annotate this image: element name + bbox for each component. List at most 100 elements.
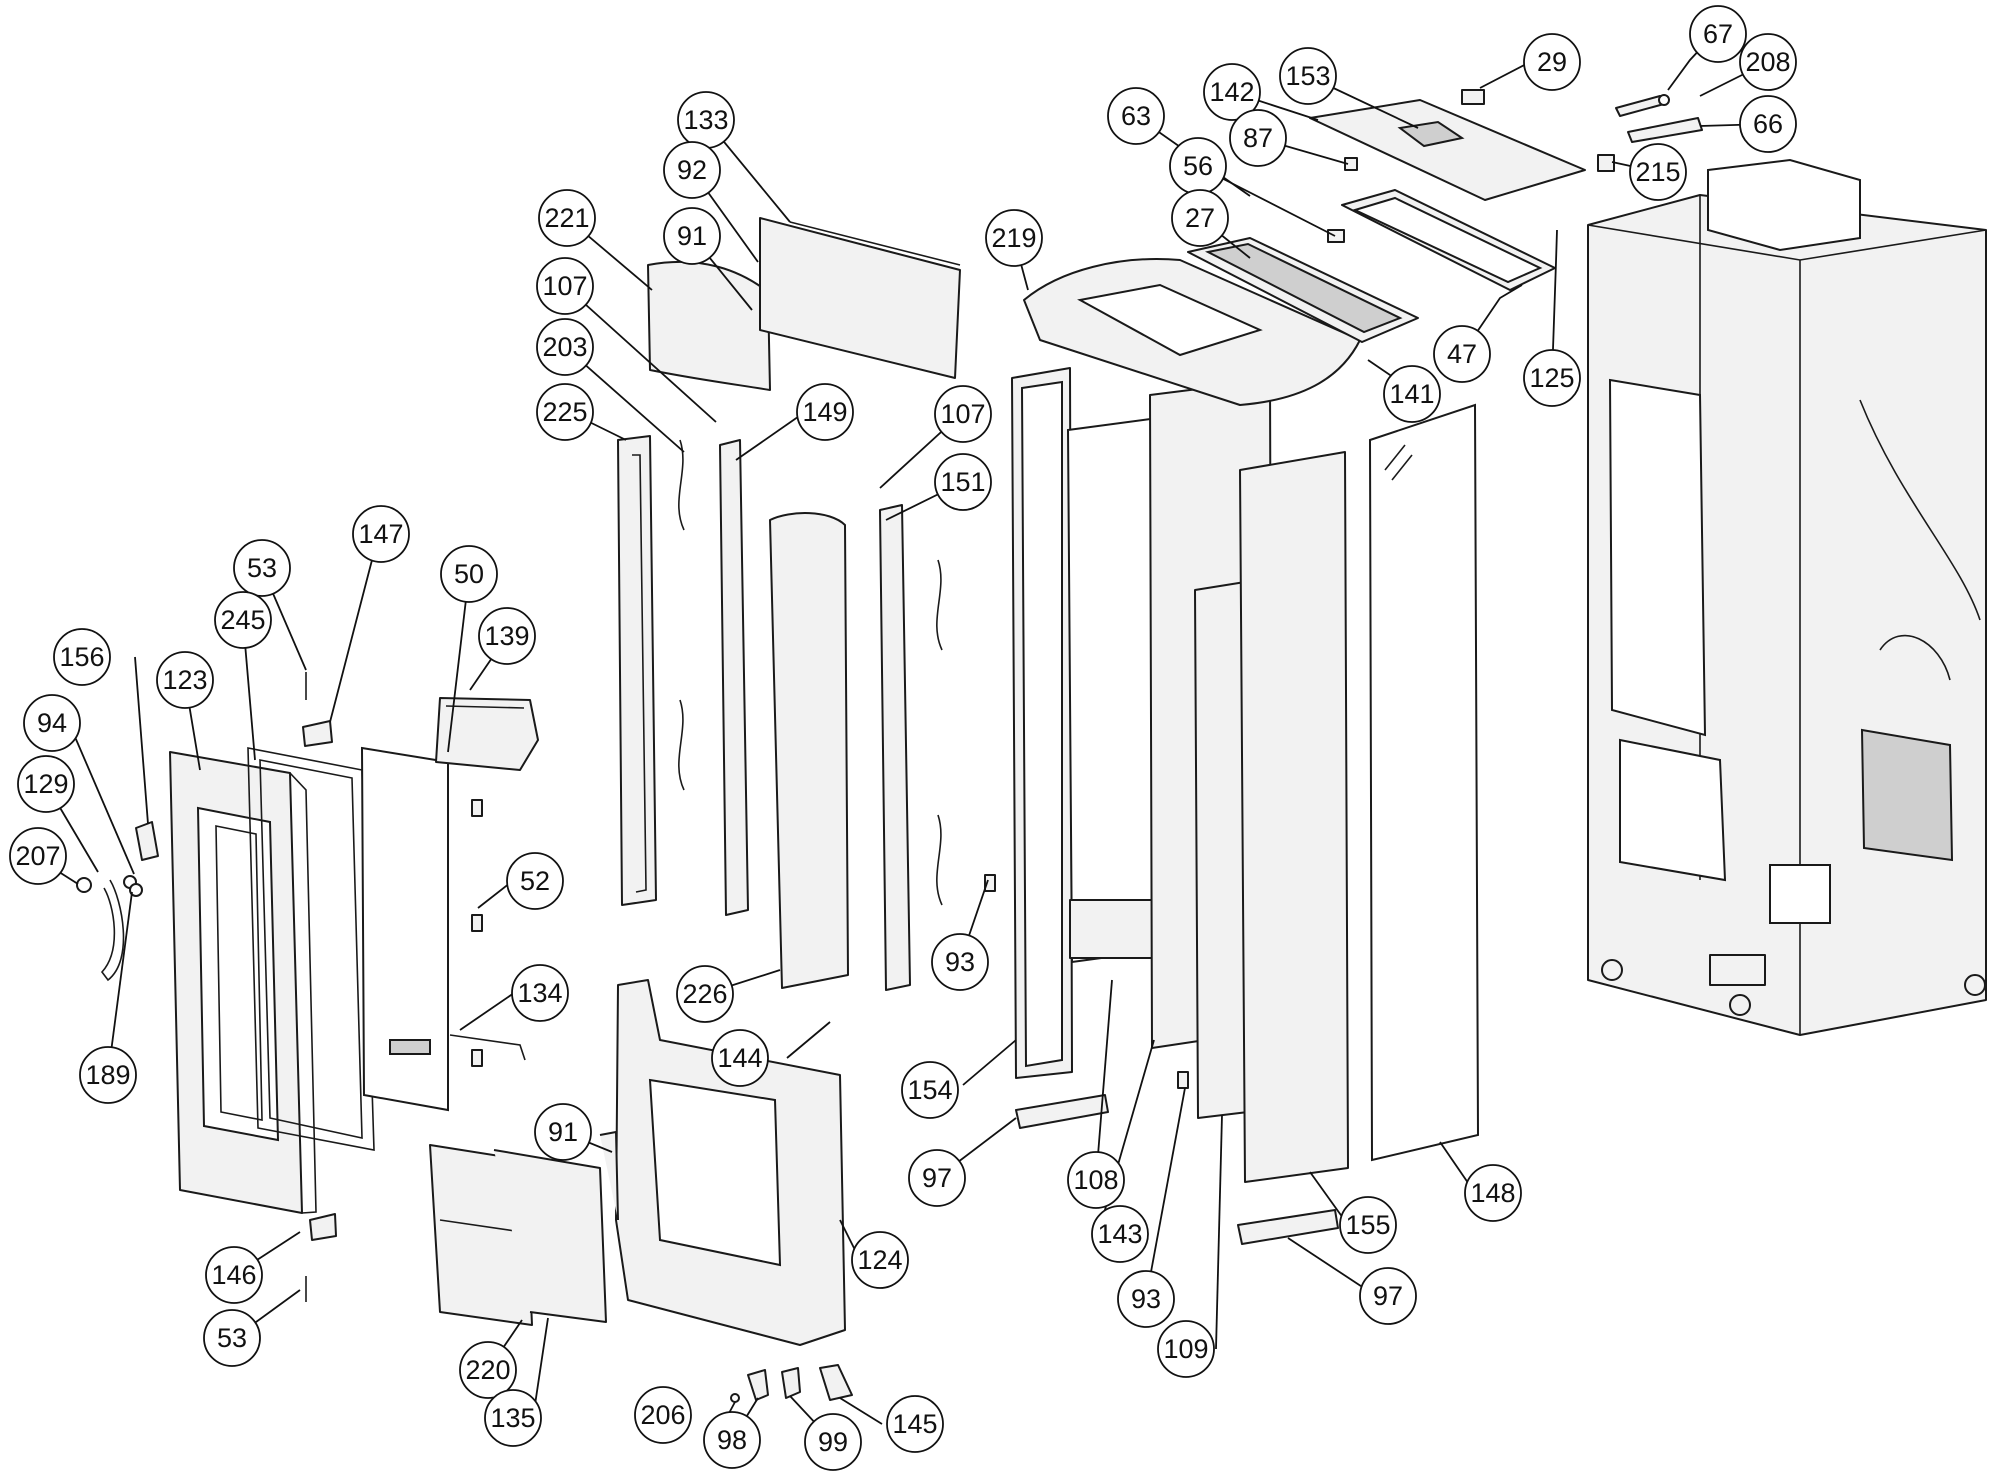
callout-207: 207 [9,827,67,885]
svg-text:135: 135 [490,1403,535,1433]
svg-text:93: 93 [945,947,975,977]
callout-125: 125 [1523,349,1581,407]
callout-148: 148 [1464,1164,1522,1222]
svg-text:207: 207 [15,841,60,871]
svg-text:189: 189 [85,1060,130,1090]
callout-91-top: 91 [663,207,721,265]
svg-text:52: 52 [520,866,550,896]
panel-109 [1194,581,1249,1119]
callout-154: 154 [901,1061,959,1119]
svg-text:125: 125 [1529,363,1574,393]
svg-text:134: 134 [517,978,562,1008]
svg-text:143: 143 [1097,1219,1142,1249]
callout-29: 29 [1523,33,1581,91]
callout-94: 94 [23,694,81,752]
small-brackets-98-99-145 [730,1364,853,1403]
callout-144: 144 [711,1029,769,1087]
handle-parts-67-208-66-215 [1597,94,1703,172]
callout-134: 134 [511,964,569,1022]
callout-245: 245 [214,591,272,649]
frame-133-92 [759,217,961,379]
svg-text:93: 93 [1131,1284,1161,1314]
callout-226: 226 [676,965,734,1023]
callout-27: 27 [1171,189,1229,247]
svg-text:148: 148 [1470,1178,1515,1208]
brackets-97 [1015,1094,1339,1245]
callout-50: 50 [440,545,498,603]
callout-221: 221 [538,189,596,247]
svg-text:92: 92 [677,155,707,185]
svg-text:27: 27 [1185,203,1215,233]
svg-text:107: 107 [940,399,985,429]
svg-text:220: 220 [465,1355,510,1385]
small-parts-29-87-56 [1327,89,1485,243]
callout-141: 141 [1383,365,1441,423]
svg-text:146: 146 [211,1260,256,1290]
callout-93-left: 93 [931,933,989,991]
svg-text:203: 203 [542,332,587,362]
callout-124: 124 [851,1231,909,1289]
svg-text:149: 149 [802,397,847,427]
svg-text:124: 124 [857,1245,902,1275]
svg-text:94: 94 [37,708,67,738]
callout-208: 208 [1739,33,1797,91]
callout-66: 66 [1739,95,1797,153]
front-panel-124 [615,979,846,1346]
callout-98: 98 [703,1411,761,1469]
callout-97-left: 97 [908,1149,966,1207]
callout-151: 151 [934,453,992,511]
svg-text:109: 109 [1163,1334,1208,1364]
svg-text:147: 147 [358,519,403,549]
svg-text:206: 206 [640,1400,685,1430]
svg-text:29: 29 [1537,47,1567,77]
svg-text:245: 245 [220,605,265,635]
svg-text:97: 97 [1373,1281,1403,1311]
svg-text:219: 219 [991,223,1036,253]
callout-145: 145 [886,1395,944,1453]
svg-text:153: 153 [1285,61,1330,91]
callout-149: 149 [796,383,854,441]
callout-220: 220 [459,1341,517,1399]
callout-97-right: 97 [1359,1267,1417,1325]
svg-text:47: 47 [1447,339,1477,369]
svg-text:56: 56 [1183,151,1213,181]
svg-text:221: 221 [544,203,589,233]
ash-door-220-135 [429,1131,619,1326]
callout-133: 133 [677,91,735,149]
bracket-139-134-52 [435,697,539,1067]
svg-text:141: 141 [1389,379,1434,409]
callout-142: 142 [1203,63,1261,121]
callout-153: 153 [1279,47,1337,105]
callout-215: 215 [1629,143,1687,201]
callout-67: 67 [1689,5,1747,63]
svg-text:91: 91 [677,221,707,251]
svg-text:66: 66 [1753,109,1783,139]
svg-text:215: 215 [1635,157,1680,187]
callout-93-right: 93 [1117,1270,1175,1328]
callout-99: 99 [804,1413,862,1471]
svg-text:99: 99 [818,1427,848,1457]
svg-text:151: 151 [940,467,985,497]
callout-109: 109 [1157,1320,1215,1378]
callout-189: 189 [79,1046,137,1104]
svg-text:97: 97 [922,1163,952,1193]
callout-206: 206 [634,1386,692,1444]
svg-text:87: 87 [1243,123,1273,153]
svg-text:107: 107 [542,271,587,301]
svg-text:108: 108 [1073,1165,1118,1195]
inner-panel-108 [1066,416,1162,964]
callout-219: 219 [985,209,1043,267]
callout-135: 135 [484,1389,542,1447]
svg-text:129: 129 [23,769,68,799]
main-chassis [1587,158,1987,1036]
callout-143: 143 [1091,1205,1149,1263]
svg-text:226: 226 [682,979,727,1009]
svg-text:91: 91 [548,1117,578,1147]
callout-155: 155 [1339,1196,1397,1254]
svg-text:139: 139 [484,621,529,651]
callout-147: 147 [352,505,410,563]
callout-123: 123 [156,651,214,709]
svg-text:156: 156 [59,642,104,672]
svg-text:145: 145 [892,1409,937,1439]
